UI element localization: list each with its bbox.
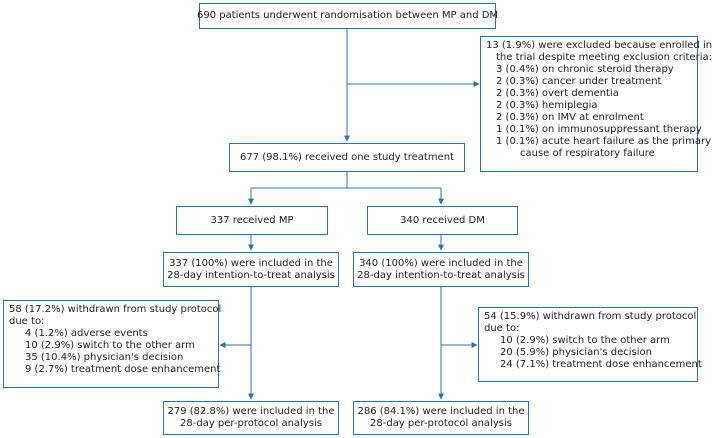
dm-pp-line: 28-day per-protocol analysis <box>370 418 512 429</box>
randomisation-box: 690 patients underwent randomisation bet… <box>196 3 499 29</box>
excluded-item: 2 (0.3%) on IMV at enrolment <box>496 112 644 123</box>
dm-withdrawn-header: due to: <box>484 323 520 334</box>
dm-received-box: 340 received DM <box>367 206 518 235</box>
mp-withdrawn-item: 10 (2.9%) switch to the other arm <box>25 340 195 351</box>
mp-withdrawn-box: 58 (17.2%) withdrawn from study protocol… <box>3 300 222 388</box>
dm-withdrawn-header: 54 (15.9%) withdrawn from study protocol <box>484 311 697 322</box>
dm-withdrawn-item: 20 (5.9%) physician's decision <box>500 347 652 358</box>
mp-withdrawn-header: due to: <box>9 316 45 327</box>
dm-pp-line: 286 (84.1%) were included in the <box>357 406 525 417</box>
excluded-item: 3 (0.4%) on chronic steroid therapy <box>496 64 674 75</box>
mp-itt-box: 337 (100%) were included in the 28-day i… <box>163 252 339 287</box>
mp-itt-line: 337 (100%) were included in the <box>169 257 333 269</box>
dm-pp-box: 286 (84.1%) were included in the 28-day … <box>353 401 529 435</box>
mp-itt-line: 28-day intention-to-treat analysis <box>167 269 335 281</box>
excluded-item: 2 (0.3%) overt dementia <box>496 88 619 99</box>
treatment-box: 677 (98.1%) received one study treatment <box>229 143 465 172</box>
dm-received-text: 340 received DM <box>400 214 485 226</box>
treatment-text: 677 (98.1%) received one study treatment <box>240 151 454 163</box>
dm-withdrawn-box: 54 (15.9%) withdrawn from study protocol… <box>478 307 702 382</box>
mp-withdrawn-item: 35 (10.4%) physician's decision <box>25 352 184 363</box>
randomisation-text: 690 patients underwent randomisation bet… <box>196 10 499 21</box>
excluded-header-line: the trial despite meeting exclusion crit… <box>496 52 712 63</box>
mp-pp-line: 279 (82.8%) were included in the <box>167 406 335 417</box>
mp-pp-box: 279 (82.8%) were included in the 28-day … <box>163 401 339 435</box>
dm-withdrawn-item: 10 (2.9%) switch to the other arm <box>500 335 670 346</box>
dm-withdrawn-item: 24 (7.1%) treatment dose enhancement <box>500 359 702 370</box>
excluded-header-line: 13 (1.9%) were excluded because enrolled… <box>486 40 712 51</box>
excluded-item: 1 (0.1%) on immunosuppressant therapy <box>496 124 702 135</box>
dm-itt-line: 340 (100%) were included in the <box>359 257 523 269</box>
excluded-item: cause of respiratory failure <box>520 148 655 159</box>
mp-received-box: 337 received MP <box>176 206 328 235</box>
mp-withdrawn-item: 9 (2.7%) treatment dose enhancement <box>25 364 221 375</box>
excluded-item: 2 (0.3%) hemiplegia <box>496 100 598 111</box>
excluded-box: 13 (1.9%) were excluded because enrolled… <box>480 36 712 172</box>
excluded-item: 2 (0.3%) cancer under treatment <box>496 76 662 87</box>
dm-itt-box: 340 (100%) were included in the 28-day i… <box>353 252 529 287</box>
mp-withdrawn-header: 58 (17.2%) withdrawn from study protocol <box>9 304 222 315</box>
excluded-item: 1 (0.1%) acute heart failure as the prim… <box>496 136 711 147</box>
mp-withdrawn-item: 4 (1.2%) adverse events <box>25 328 148 339</box>
mp-received-text: 337 received MP <box>210 214 294 226</box>
mp-pp-line: 28-day per-protocol analysis <box>180 418 322 429</box>
dm-itt-line: 28-day intention-to-treat analysis <box>357 269 525 281</box>
